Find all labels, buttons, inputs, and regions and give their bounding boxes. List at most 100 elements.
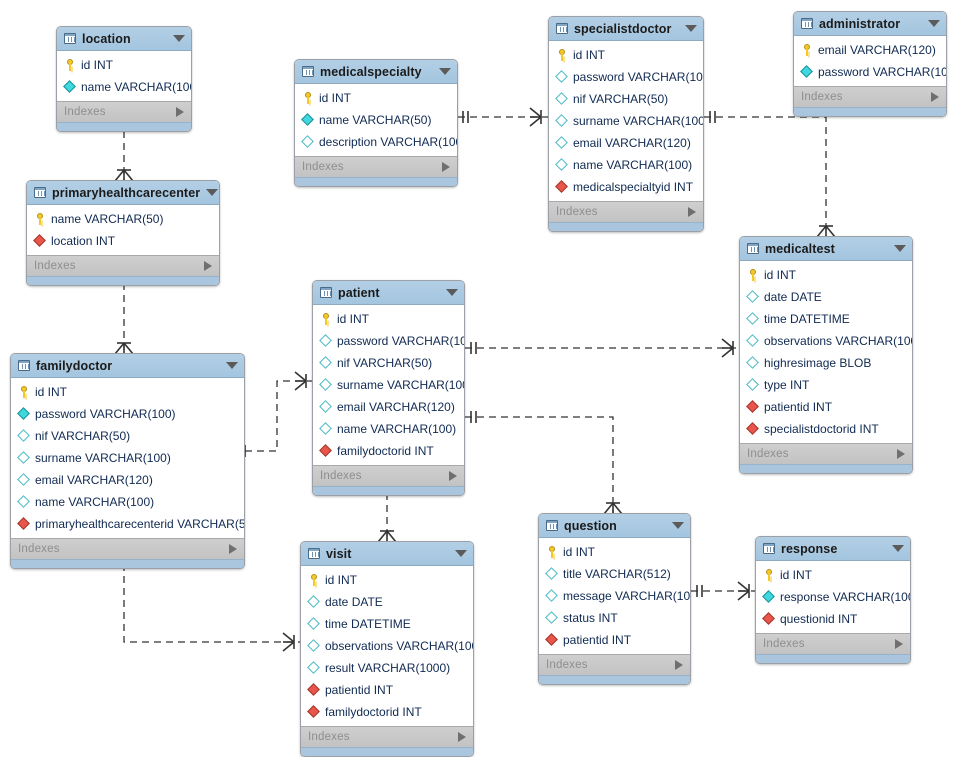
table-header-question[interactable]: question xyxy=(539,514,690,538)
column-row[interactable]: password VARCHAR(100) xyxy=(549,66,703,88)
table-header-medicaltest[interactable]: medicaltest xyxy=(740,237,912,261)
column-row[interactable]: observations VARCHAR(1000) xyxy=(740,330,912,352)
column-row[interactable]: password VARCHAR(100) xyxy=(794,61,946,83)
column-row[interactable]: surname VARCHAR(100) xyxy=(11,447,244,469)
chevron-down-icon[interactable] xyxy=(685,25,697,32)
chevron-down-icon[interactable] xyxy=(928,20,940,27)
indexes-section-location[interactable]: Indexes xyxy=(57,101,191,122)
indexes-section-medicaltest[interactable]: Indexes xyxy=(740,443,912,464)
chevron-right-icon[interactable] xyxy=(458,732,466,742)
column-row[interactable]: name VARCHAR(50) xyxy=(295,109,457,131)
table-header-location[interactable]: location xyxy=(57,27,191,51)
table-header-patient[interactable]: patient xyxy=(313,281,464,305)
table-primaryhealthcarecenter[interactable]: primaryhealthcarecenter name VARCHAR(50)l… xyxy=(26,180,220,286)
column-row[interactable]: id INT xyxy=(57,54,191,76)
indexes-section-administrator[interactable]: Indexes xyxy=(794,86,946,107)
column-row[interactable]: id INT xyxy=(740,264,912,286)
column-row[interactable]: date DATE xyxy=(301,591,473,613)
table-header-familydoctor[interactable]: familydoctor xyxy=(11,354,244,378)
column-row[interactable]: title VARCHAR(512) xyxy=(539,563,690,585)
column-row[interactable]: familydoctorid INT xyxy=(313,440,464,462)
chevron-right-icon[interactable] xyxy=(442,162,450,172)
column-row[interactable]: email VARCHAR(120) xyxy=(11,469,244,491)
column-row[interactable]: id INT xyxy=(301,569,473,591)
indexes-section-specialistdoctor[interactable]: Indexes xyxy=(549,201,703,222)
chevron-right-icon[interactable] xyxy=(675,660,683,670)
chevron-down-icon[interactable] xyxy=(894,245,906,252)
column-row[interactable]: result VARCHAR(1000) xyxy=(301,657,473,679)
column-row[interactable]: date DATE xyxy=(740,286,912,308)
column-row[interactable]: email VARCHAR(120) xyxy=(549,132,703,154)
indexes-section-primaryhealthcarecenter[interactable]: Indexes xyxy=(27,255,219,276)
chevron-down-icon[interactable] xyxy=(226,362,238,369)
column-row[interactable]: surname VARCHAR(100) xyxy=(549,110,703,132)
column-row[interactable]: time DATETIME xyxy=(301,613,473,635)
column-row[interactable]: highresimage BLOB xyxy=(740,352,912,374)
chevron-right-icon[interactable] xyxy=(449,471,457,481)
column-row[interactable]: patientid INT xyxy=(301,679,473,701)
table-header-administrator[interactable]: administrator xyxy=(794,12,946,36)
indexes-section-question[interactable]: Indexes xyxy=(539,654,690,675)
chevron-right-icon[interactable] xyxy=(895,639,903,649)
indexes-section-medicalspecialty[interactable]: Indexes xyxy=(295,156,457,177)
column-row[interactable]: email VARCHAR(120) xyxy=(313,396,464,418)
column-row[interactable]: nif VARCHAR(50) xyxy=(11,425,244,447)
chevron-right-icon[interactable] xyxy=(229,544,237,554)
column-row[interactable]: surname VARCHAR(100) xyxy=(313,374,464,396)
indexes-section-patient[interactable]: Indexes xyxy=(313,465,464,486)
chevron-right-icon[interactable] xyxy=(931,92,939,102)
column-row[interactable]: patientid INT xyxy=(539,629,690,651)
column-row[interactable]: medicalspecialtyid INT xyxy=(549,176,703,198)
column-row[interactable]: message VARCHAR(1000) xyxy=(539,585,690,607)
column-row[interactable]: id INT xyxy=(11,381,244,403)
column-row[interactable]: id INT xyxy=(539,541,690,563)
column-row[interactable]: status INT xyxy=(539,607,690,629)
column-row[interactable]: name VARCHAR(100) xyxy=(549,154,703,176)
column-row[interactable]: time DATETIME xyxy=(740,308,912,330)
column-row[interactable]: observations VARCHAR(1000) xyxy=(301,635,473,657)
chevron-down-icon[interactable] xyxy=(206,189,219,196)
chevron-right-icon[interactable] xyxy=(688,207,696,217)
chevron-right-icon[interactable] xyxy=(176,107,184,117)
column-row[interactable]: familydoctorid INT xyxy=(301,701,473,723)
column-row[interactable]: id INT xyxy=(549,44,703,66)
chevron-right-icon[interactable] xyxy=(204,261,212,271)
column-row[interactable]: id INT xyxy=(313,308,464,330)
column-row[interactable]: id INT xyxy=(295,87,457,109)
column-row[interactable]: location INT xyxy=(27,230,219,252)
column-row[interactable]: name VARCHAR(100) xyxy=(313,418,464,440)
column-row[interactable]: questionid INT xyxy=(756,608,910,630)
table-header-specialistdoctor[interactable]: specialistdoctor xyxy=(549,17,703,41)
chevron-down-icon[interactable] xyxy=(892,545,904,552)
indexes-section-familydoctor[interactable]: Indexes xyxy=(11,538,244,559)
table-header-primaryhealthcarecenter[interactable]: primaryhealthcarecenter xyxy=(27,181,219,205)
column-row[interactable]: patientid INT xyxy=(740,396,912,418)
column-row[interactable]: name VARCHAR(100) xyxy=(57,76,191,98)
column-row[interactable]: password VARCHAR(100) xyxy=(313,330,464,352)
column-row[interactable]: response VARCHAR(1000) xyxy=(756,586,910,608)
table-header-response[interactable]: response xyxy=(756,537,910,561)
chevron-down-icon[interactable] xyxy=(173,35,185,42)
column-row[interactable]: id INT xyxy=(756,564,910,586)
column-row[interactable]: name VARCHAR(100) xyxy=(11,491,244,513)
column-row[interactable]: nif VARCHAR(50) xyxy=(313,352,464,374)
column-row[interactable]: name VARCHAR(50) xyxy=(27,208,219,230)
column-row[interactable]: primaryhealthcarecenterid VARCHAR(50) xyxy=(11,513,244,535)
indexes-section-visit[interactable]: Indexes xyxy=(301,726,473,747)
table-header-medicalspecialty[interactable]: medicalspecialty xyxy=(295,60,457,84)
chevron-down-icon[interactable] xyxy=(672,522,684,529)
column-row[interactable]: password VARCHAR(100) xyxy=(11,403,244,425)
indexes-section-response[interactable]: Indexes xyxy=(756,633,910,654)
column-row[interactable]: description VARCHAR(1000) xyxy=(295,131,457,153)
chevron-down-icon[interactable] xyxy=(455,550,467,557)
